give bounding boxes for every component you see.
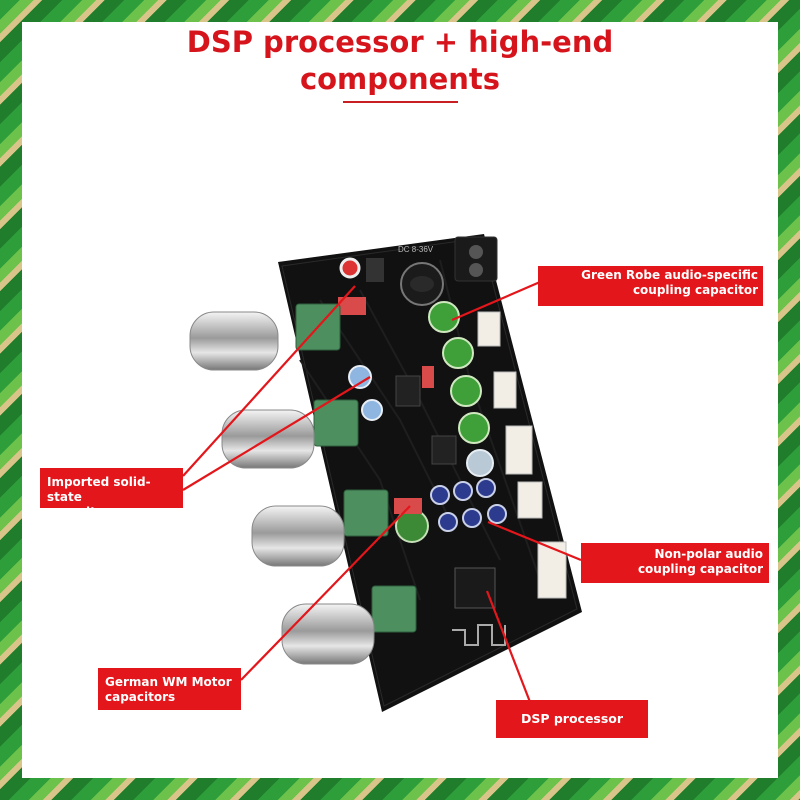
callout-line-2: capacitors (47, 505, 118, 519)
jst-connectors (477, 311, 567, 599)
callout-line-1: Green Robe audio-specific (581, 268, 758, 282)
callout-line-1: Imported solid-state (47, 475, 151, 504)
callout-line-2: capacitors (105, 690, 176, 704)
pcb-board (278, 234, 582, 712)
dsp-chip (454, 567, 496, 609)
callout-line-2: coupling capacitor (632, 283, 758, 297)
callout-lines (182, 280, 582, 703)
callout-imported-capacitors: Imported solid-state capacitors (40, 468, 183, 519)
callout-non-polar-capacitor: Non-polar audio coupling capacitor (581, 543, 769, 583)
callout-green-robe-capacitor: Green Robe audio-specific coupling capac… (538, 266, 763, 306)
non-polar-capacitors (430, 478, 507, 532)
title-underline (343, 101, 458, 103)
callout-line-2: coupling capacitor (637, 562, 763, 576)
board-silkscreen: DC 8-36V (398, 245, 434, 254)
title-line-2: components (299, 62, 501, 96)
title-line-1: DSP processor + high-end (186, 25, 614, 59)
callout-dsp-processor: DSP processor (496, 700, 648, 738)
callout-wm-motor-capacitors: German WM Motor capacitors (98, 668, 241, 710)
callout-line-1: German WM Motor (105, 675, 232, 689)
page-title: DSP processor + high-end components (0, 24, 800, 98)
solid-state-capacitor (348, 365, 372, 389)
callout-line-1: Non-polar audio (654, 547, 763, 561)
callout-label: DSP processor (520, 711, 624, 726)
green-coupling-capacitors (428, 301, 494, 477)
